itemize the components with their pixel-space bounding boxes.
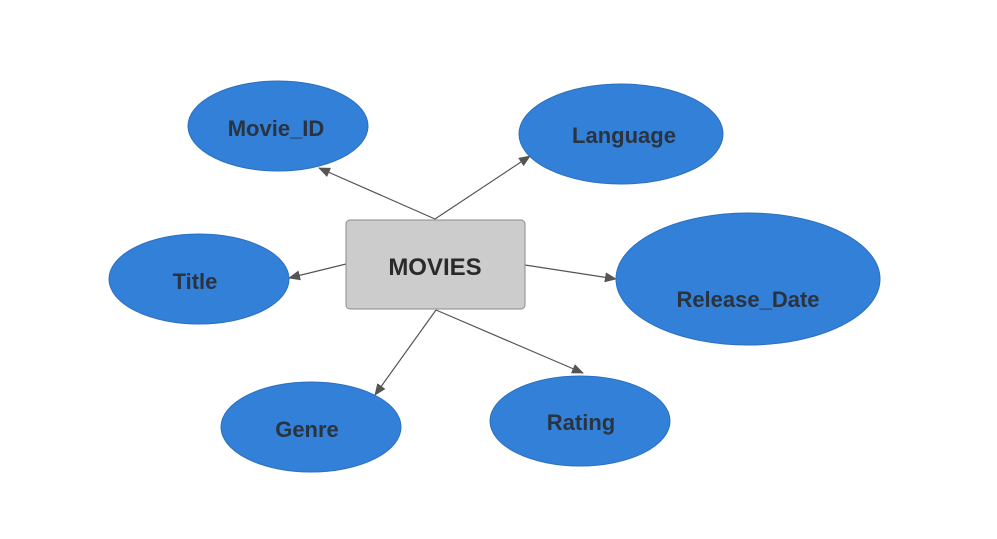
attribute-label: Title (173, 269, 218, 294)
connector-release-date (524, 264, 617, 283)
attribute-ellipse (518, 83, 724, 185)
attribute-movie-id[interactable]: Movie_ID (187, 80, 369, 172)
attribute-label: Language (572, 123, 676, 148)
attribute-label: Release_Date (676, 287, 819, 312)
attribute-label: Genre (275, 417, 339, 442)
attribute-genre[interactable]: Genre (220, 381, 402, 473)
attribute-title[interactable]: Title (108, 233, 290, 325)
connector-movie-id (318, 167, 436, 220)
attribute-label: Rating (547, 410, 615, 435)
attribute-language[interactable]: Language (518, 83, 724, 185)
attribute-ellipse (489, 375, 671, 467)
attribute-release-date[interactable]: Release_Date (615, 212, 881, 346)
connector-rating (435, 309, 584, 374)
connector-genre (374, 309, 437, 396)
entity-movies[interactable]: MOVIES (345, 219, 526, 310)
entity-label: MOVIES (388, 254, 481, 281)
attribute-label: Movie_ID (228, 116, 325, 141)
connector-language (434, 155, 531, 220)
attribute-ellipse (187, 80, 369, 172)
attribute-ellipse (108, 233, 290, 325)
connector-title (288, 263, 347, 281)
attribute-rating[interactable]: Rating (489, 375, 671, 467)
attribute-ellipse (220, 381, 402, 473)
entity-box (345, 219, 526, 310)
attribute-ellipse (615, 212, 881, 346)
